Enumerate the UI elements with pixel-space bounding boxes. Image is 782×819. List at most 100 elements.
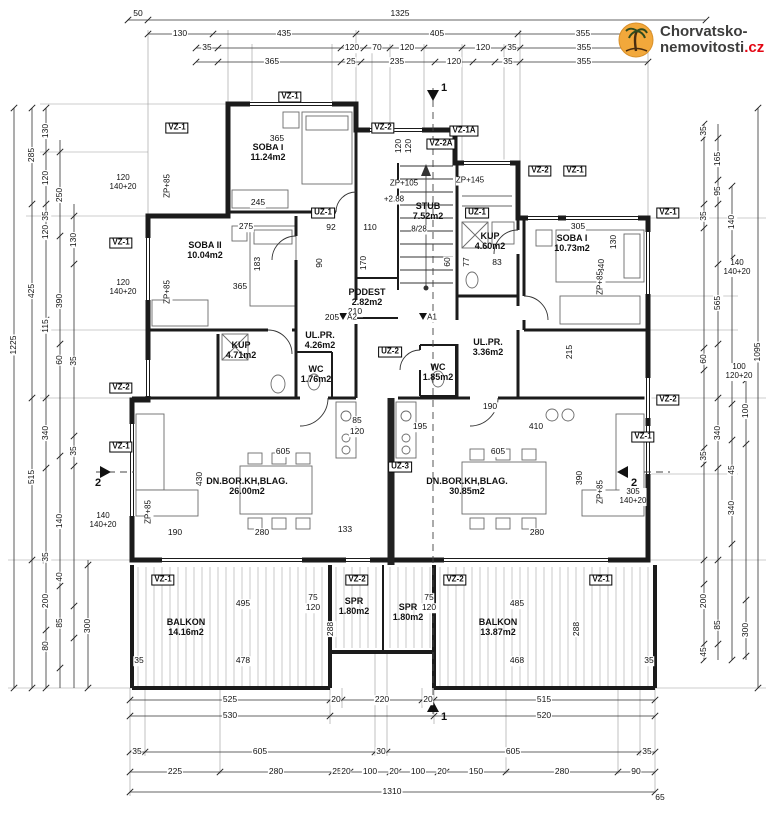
dimv-label: 120 [393, 137, 404, 155]
dimv-label: 35 [698, 125, 709, 137]
room-label: SOBA I 11.24m2 [250, 141, 286, 162]
dim-label: 365 [231, 281, 249, 292]
dimv-label: 140 [54, 512, 65, 530]
mark-label: VZ-1 [151, 574, 175, 586]
dimv-label: 200 [698, 592, 709, 610]
dimv-label: 130 [40, 122, 51, 140]
dimv-label: 35 [68, 355, 79, 367]
dim-label: 355 [575, 56, 593, 67]
mark-label: UZ-1 [311, 207, 335, 219]
dim-label: 365 [263, 56, 281, 67]
dim-label: 120 [420, 602, 438, 613]
dim-label: 280 [267, 766, 285, 777]
dimv-label: 77 [461, 256, 472, 268]
dim-label: 275 [237, 221, 255, 232]
sec-label: 2 [94, 476, 102, 489]
dimv-label: 120 [403, 137, 414, 155]
dimv-label: 300 [82, 617, 93, 635]
note-label: A2 [347, 312, 357, 323]
dim-label: 100 [409, 766, 427, 777]
dimv-label: 390 [54, 292, 65, 310]
dimv-label: 35 [68, 445, 79, 457]
mark-label: VZ-1 [656, 207, 680, 219]
dim-label: 20 [330, 694, 342, 705]
dim-label: 120 [304, 602, 322, 613]
dimv-label: 60 [442, 256, 453, 268]
dim-label: 478 [234, 655, 252, 666]
dimv-label: 515 [26, 468, 37, 486]
dim-label: 220 [373, 694, 391, 705]
dim-label: 525 [221, 694, 239, 705]
dim-label: 20 [436, 766, 448, 777]
dim-label: 92 [325, 222, 337, 233]
mark-label: VZ-2 [656, 394, 680, 406]
dim-label: 35 [502, 56, 514, 67]
sec-label: 1 [440, 710, 448, 723]
room-label: SOBA II 10.04m2 [187, 239, 223, 260]
mark-label: VZ-1 [109, 441, 133, 453]
mark-label: UZ-1 [465, 207, 489, 219]
dim-label: 605 [274, 446, 292, 457]
dim-label: 75 [423, 592, 435, 603]
dimv-label: 120 [40, 223, 51, 241]
dim-label: 120 [348, 426, 366, 437]
dim-label: 120 [474, 42, 492, 53]
dimv-label: 340 [712, 424, 723, 442]
dimv-label: 340 [726, 499, 737, 517]
dimv-label: 85 [712, 619, 723, 631]
dimv-label: 300 [740, 621, 751, 639]
mark-label: VZ-2 [109, 382, 133, 394]
dimv-label: 120 [40, 169, 51, 187]
dim-label: 35 [641, 746, 653, 757]
logo-suffix: .cz [744, 39, 765, 56]
sec-label: 1 [440, 81, 448, 94]
dim-label: 120 [343, 42, 361, 53]
mark-label: VZ-2 [345, 574, 369, 586]
dim-label: 20 [422, 694, 434, 705]
windows [128, 100, 652, 564]
dimv-label: 40 [54, 571, 65, 583]
dim-label: 120 [398, 42, 416, 53]
room-label: SPR 1.80m2 [338, 595, 370, 616]
dimv-label: 85 [54, 617, 65, 629]
room-label: BALKON 14.16m2 [166, 616, 206, 637]
mark-label: UZ-2 [378, 346, 402, 358]
dimv-label: 130 [608, 233, 619, 251]
room-label: WC 1.85m2 [422, 361, 454, 382]
dim-label: 468 [508, 655, 526, 666]
dim-label: 435 [275, 28, 293, 39]
note-label: ZP+145 [455, 175, 485, 186]
logo: Chorvatsko- nemovitosti.cz [618, 22, 764, 58]
note-label: ZP+105 [389, 178, 419, 189]
dim-label: 1325 [389, 8, 411, 19]
dimv-label: 95 [712, 185, 723, 197]
room-label: KUP 4.60m2 [474, 230, 506, 251]
dim-label: 410 [527, 421, 545, 432]
dimv-label: 340 [596, 257, 607, 275]
dimv-label: 60 [54, 354, 65, 366]
room-label: PODEST 2.82m2 [348, 286, 386, 307]
dim-label: 355 [575, 42, 593, 53]
dimv-label: 285 [26, 146, 37, 164]
dim-label: 235 [388, 56, 406, 67]
notev-label: ZP+85 [595, 480, 606, 504]
dim-label: 35 [201, 42, 213, 53]
dimv-label: 390 [574, 469, 585, 487]
note2-label: 140 140+20 [89, 511, 117, 530]
note-label: +2.88 [383, 194, 405, 205]
dim-label: 530 [221, 710, 239, 721]
room-label: KUP 4.71m2 [225, 339, 257, 360]
dimv-label: 35 [698, 210, 709, 222]
dimv-label: 35 [40, 210, 51, 222]
dim-label: 190 [166, 527, 184, 538]
dim-label: 83 [491, 257, 503, 268]
dim-label: 405 [428, 28, 446, 39]
dimv-label: 60 [698, 353, 709, 365]
dimv-label: 35 [698, 450, 709, 462]
mark-label: VZ-1 [278, 91, 302, 103]
sec-label: 2 [630, 476, 638, 489]
dim-label: 280 [253, 527, 271, 538]
dim-label: 65 [654, 792, 666, 803]
